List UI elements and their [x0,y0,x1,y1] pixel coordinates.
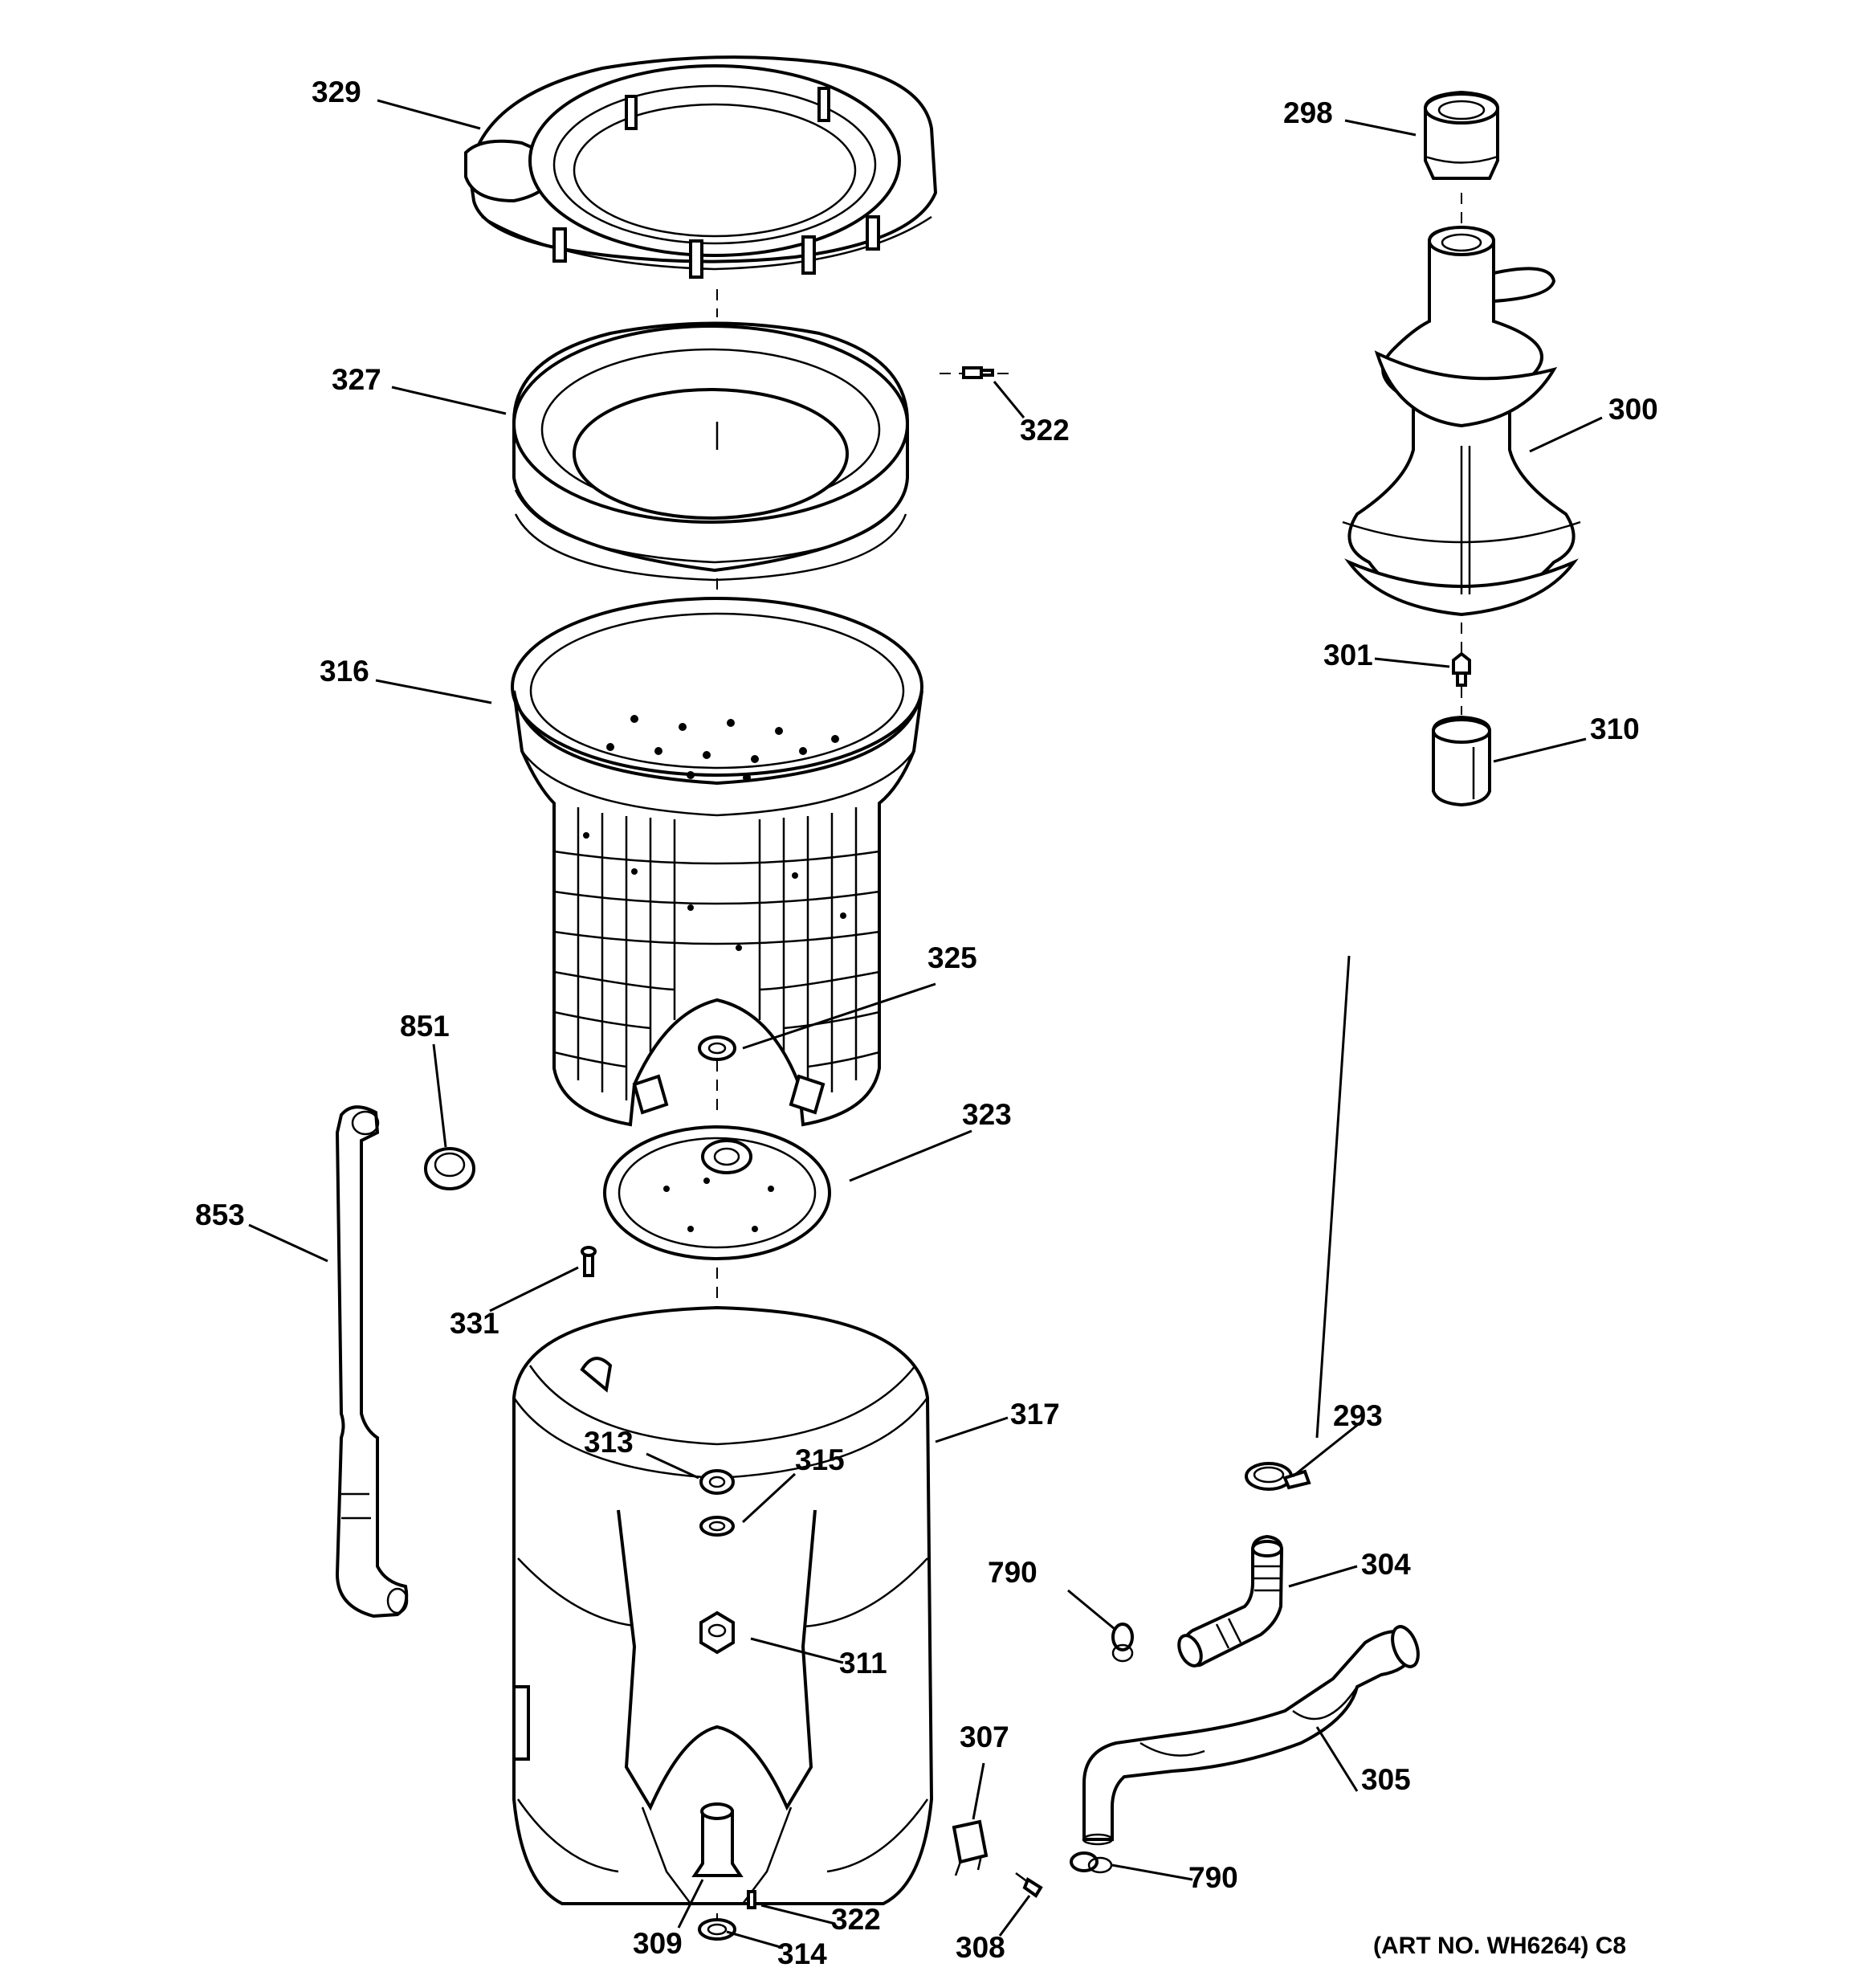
part-790-clamp-lower [1070,1851,1113,1874]
part-310-cam [1432,715,1491,807]
part-331-screw [581,1246,597,1277]
callout-304: 304 [1361,1548,1411,1581]
callout-313: 313 [584,1426,634,1459]
callout-790-lower: 790 [1188,1861,1238,1894]
callout-300: 300 [1608,393,1658,426]
callout-309: 309 [633,1927,683,1960]
part-307-bracket [952,1819,989,1876]
basket-grid [553,807,880,1100]
part-293-hose-clamp [1245,1462,1311,1491]
callout-790-upper: 790 [988,1556,1037,1589]
basket-holes [583,715,846,951]
callout-314: 314 [777,1937,827,1970]
part-311-hub-nut [699,1610,735,1655]
part-316-wash-basket [511,597,923,1127]
callout-322-top: 322 [1020,414,1070,447]
callout-301: 301 [1323,639,1373,672]
part-329-tub-cover [464,55,938,279]
callout-308: 308 [956,1931,1005,1964]
callout-329: 329 [312,76,361,108]
callout-307: 307 [960,1721,1009,1753]
part-323-hub-plate [603,1125,831,1260]
callout-310: 310 [1590,712,1640,745]
callout-322-bottom: 322 [831,1903,881,1936]
part-315-seal [699,1516,735,1537]
part-322-screw-bottom [747,1890,756,1909]
callout-315: 315 [795,1443,845,1476]
part-298-agitator-cap [1424,90,1499,180]
part-308-screw [1015,1872,1043,1898]
leader-lines [248,99,1603,1949]
callout-327: 327 [332,363,381,396]
callout-331: 331 [450,1307,499,1340]
callout-305: 305 [1361,1763,1411,1796]
callout-311: 311 [839,1647,887,1680]
part-304-drain-hose-elbow [1177,1534,1284,1668]
callout-labels: 329 327 322 316 325 323 851 853 331 317 … [195,76,1658,1970]
part-317-outer-tub [512,1305,934,1905]
callout-851: 851 [400,1010,450,1043]
part-313-tub-nut [699,1469,735,1495]
callout-316: 316 [320,655,369,688]
callout-325: 325 [927,941,977,974]
part-322-screw-top [962,366,994,379]
part-300-agitator [1342,225,1581,617]
callout-323: 323 [962,1098,1012,1131]
callout-317: 317 [1010,1398,1060,1431]
part-851-cap [424,1147,475,1190]
part-305-drain-hose [1082,1625,1420,1846]
callout-293: 293 [1333,1399,1383,1432]
callout-298: 298 [1283,96,1333,129]
part-327-balance-ring [512,321,909,582]
part-790-clamp-upper [1111,1623,1134,1663]
callout-853: 853 [195,1198,245,1231]
part-301-bolt [1452,651,1471,687]
part-853-pressure-tube [335,1105,409,1619]
art-number-label: (ART NO. WH6264) C8 [1373,1933,1626,1959]
part-314-o-ring [698,1918,736,1941]
part-309-drain-fitting [691,1802,744,1877]
